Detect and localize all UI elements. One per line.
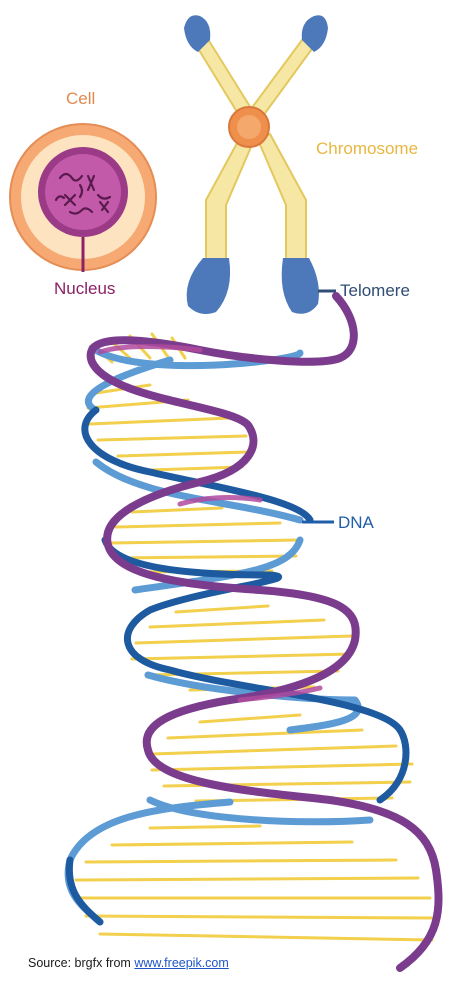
- telomere-label: Telomere: [340, 281, 410, 300]
- dna-strand-darkblue: [65, 406, 410, 926]
- chromosome-icon: [184, 15, 328, 314]
- nucleus-icon: [38, 147, 128, 237]
- dna-label: DNA: [338, 513, 375, 532]
- source-credit: Source: brgfx from www.freepik.com: [28, 956, 229, 970]
- source-prefix: Source: brgfx from: [28, 956, 131, 970]
- source-link[interactable]: www.freepik.com: [134, 956, 229, 970]
- dna-strand-purple: [86, 292, 443, 972]
- dna-helix-icon: [64, 292, 443, 972]
- dna-strand-magenta: [97, 343, 323, 703]
- cell-label: Cell: [66, 89, 95, 108]
- cell-icon: [9, 123, 157, 272]
- dna-strand-blue: [64, 344, 374, 926]
- nucleus-label: Nucleus: [54, 279, 115, 298]
- chromosome-label: Chromosome: [316, 139, 418, 158]
